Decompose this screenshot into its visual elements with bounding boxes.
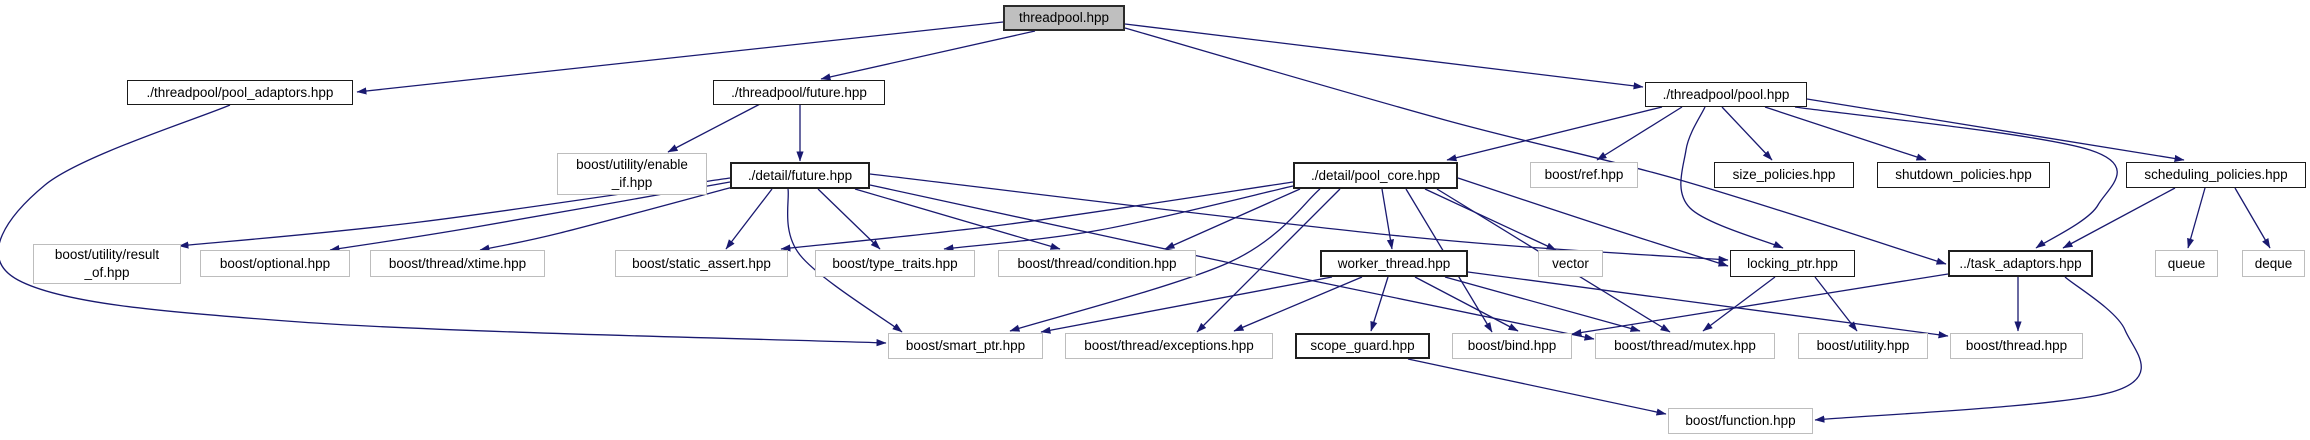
node-locking[interactable]: locking_ptr.hpp <box>1730 250 1855 277</box>
edge-task_ad-to-bind <box>1571 273 1949 337</box>
node-thread[interactable]: boost/thread.hpp <box>1950 333 2083 359</box>
edge-threadpool-to-task_ad <box>1124 27 1947 265</box>
edge-pool_core-to-exceptions <box>1196 188 1341 333</box>
edge-scope_guard-to-function <box>1407 358 1667 416</box>
edge-threadpool-to-pool <box>1124 23 1644 90</box>
edge-d_future-to-condition <box>854 188 1061 250</box>
node-smart_ptr[interactable]: boost/smart_ptr.hpp <box>888 333 1043 359</box>
node-result_of[interactable]: boost/utility/result _of.hpp <box>33 244 181 284</box>
edge-worker-to-exceptions <box>1233 276 1363 332</box>
edge-pool-to-task_ad <box>1794 106 2118 249</box>
edge-d_future-to-type_traits <box>817 188 881 250</box>
edge-pool_core-to-locking <box>1457 177 1729 267</box>
edge-worker-to-mutex <box>1444 276 1641 332</box>
node-condition[interactable]: boost/thread/condition.hpp <box>998 250 1196 277</box>
node-sched_pol[interactable]: scheduling_policies.hpp <box>2126 162 2306 188</box>
edge-worker-to-thread <box>1467 271 1949 339</box>
edge-d_future-to-mutex <box>869 184 1595 341</box>
edge-tp_future-to-enable_if <box>667 102 763 153</box>
edge-pool-to-pool_core <box>1446 106 1663 162</box>
edge-pool-to-shutdown_pol <box>1764 106 1927 161</box>
edge-threadpool-to-pool_adaptors <box>356 21 1004 95</box>
edge-pool_core-to-vector <box>1424 188 1557 251</box>
node-utility[interactable]: boost/utility.hpp <box>1798 333 1928 359</box>
node-type_traits[interactable]: boost/type_traits.hpp <box>815 250 975 277</box>
node-queue[interactable]: queue <box>2155 250 2218 277</box>
node-worker[interactable]: worker_thread.hpp <box>1320 250 1468 277</box>
edge-worker-to-scope_guard <box>1370 276 1389 332</box>
edge-worker-to-bind <box>1414 276 1519 332</box>
node-scope_guard[interactable]: scope_guard.hpp <box>1295 333 1430 359</box>
node-static_assert[interactable]: boost/static_assert.hpp <box>615 250 788 277</box>
node-vector[interactable]: vector <box>1538 250 1603 277</box>
node-pool_adaptors[interactable]: ./threadpool/pool_adaptors.hpp <box>127 80 353 105</box>
node-xtime[interactable]: boost/thread/xtime.hpp <box>370 250 545 277</box>
node-task_ad[interactable]: ../task_adaptors.hpp <box>1948 250 2093 277</box>
edge-pool_core-to-static_assert <box>780 181 1294 252</box>
node-mutex[interactable]: boost/thread/mutex.hpp <box>1595 333 1775 359</box>
node-optional[interactable]: boost/optional.hpp <box>200 250 350 277</box>
node-pool[interactable]: ./threadpool/pool.hpp <box>1645 82 1807 107</box>
edge-sched_pol-to-task_ad <box>2062 187 2176 249</box>
edge-d_future-to-smart_ptr <box>786 188 903 333</box>
node-pool_core[interactable]: ./detail/pool_core.hpp <box>1293 162 1458 189</box>
node-enable_if[interactable]: boost/utility/enable _if.hpp <box>557 153 707 195</box>
edge-task_ad-to-function <box>1814 276 2142 423</box>
edge-pool_core-to-condition <box>1164 188 1301 250</box>
edge-threadpool-to-tp_future <box>820 30 1036 81</box>
edge-pool-to-locking <box>1680 106 1784 249</box>
edge-sched_pol-to-deque <box>2234 187 2271 249</box>
edge-d_future-to-static_assert <box>725 188 773 250</box>
node-deque[interactable]: deque <box>2242 250 2305 277</box>
edge-pool-to-ref <box>1596 106 1683 161</box>
node-tp_future[interactable]: ./threadpool/future.hpp <box>713 80 885 105</box>
edge-pool_core-to-type_traits <box>943 185 1294 252</box>
edge-pool_core-to-smart_ptr <box>1009 188 1321 332</box>
edge-d_future-to-xtime <box>479 186 734 252</box>
edge-pool_core-to-worker <box>1381 188 1394 250</box>
node-ref[interactable]: boost/ref.hpp <box>1530 162 1638 188</box>
node-threadpool[interactable]: threadpool.hpp <box>1003 5 1125 31</box>
node-bind[interactable]: boost/bind.hpp <box>1452 333 1572 359</box>
edge-pool_adaptors-to-smart_ptr <box>0 104 887 347</box>
edge-pool-to-size_pol <box>1721 106 1773 161</box>
node-shutdown_pol[interactable]: shutdown_policies.hpp <box>1877 162 2050 188</box>
edge-worker-to-smart_ptr <box>1040 276 1333 334</box>
node-d_future[interactable]: ./detail/future.hpp <box>730 162 870 189</box>
edge-pool-to-sched_pol <box>1806 98 2185 163</box>
edge-locking-to-utility <box>1814 276 1858 332</box>
node-exceptions[interactable]: boost/thread/exceptions.hpp <box>1065 333 1273 359</box>
node-size_pol[interactable]: size_policies.hpp <box>1714 162 1854 188</box>
edge-locking-to-mutex <box>1702 276 1776 332</box>
edge-sched_pol-to-queue <box>2187 187 2206 249</box>
node-function[interactable]: boost/function.hpp <box>1668 408 1813 434</box>
edge-d_future-to-locking <box>869 173 1729 263</box>
